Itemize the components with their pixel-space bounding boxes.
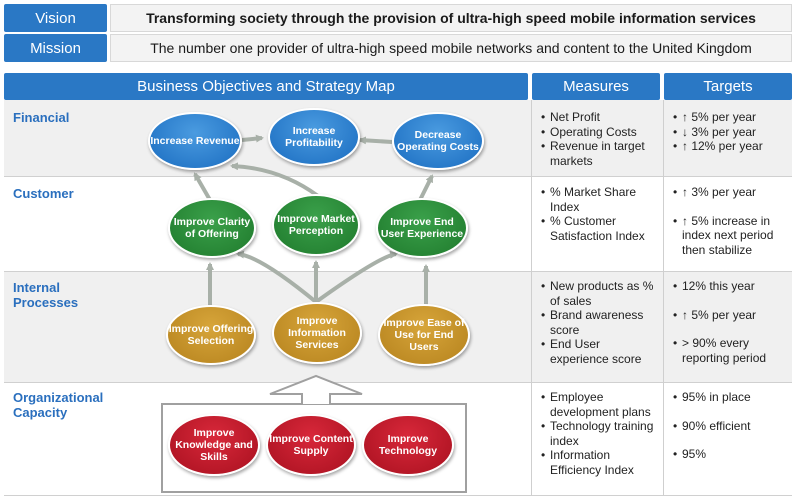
target-item: ↑ 12% per year (672, 139, 790, 154)
target-item: > 90% every reporting period (672, 336, 790, 365)
financial-targets: ↑ 5% per year ↓ 3% per year ↑ 12% per ye… (672, 110, 790, 154)
capacity-targets: 95% in place 90% efficient 95% (672, 390, 790, 462)
column-divider (663, 100, 664, 496)
target-item: 95% (672, 447, 790, 462)
target-item: ↑ 5% per year (672, 110, 790, 125)
improve-market-perception-node: Improve Market Perception (272, 194, 360, 256)
mission-label: Mission (4, 34, 107, 62)
improve-information-services-node: Improve Information Services (272, 302, 362, 364)
column-divider (531, 100, 532, 496)
financial-measures: Net Profit Operating Costs Revenue in ta… (540, 110, 660, 168)
capacity-measures: Employee development plans Technology tr… (540, 390, 662, 477)
arrow-services-to-clarity (236, 250, 318, 304)
measures-heading: Measures (532, 73, 660, 100)
measure-item: % Market Share Index (540, 185, 660, 214)
target-item: ↓ 3% per year (672, 125, 790, 140)
target-item: 12% this year (672, 279, 790, 294)
customer-title: Customer (13, 186, 74, 201)
improve-technology-node: Improve Technology (362, 414, 454, 476)
improve-knowledge-skills-node: Improve Knowledge and Skills (168, 414, 260, 476)
improve-clarity-node: Improve Clarity of Offering (168, 198, 256, 258)
measure-item: Revenue in target markets (540, 139, 660, 168)
vision-statement: Transforming society through the provisi… (110, 4, 792, 32)
arrow-clarity-to-revenue (193, 172, 212, 201)
measure-item: Employee development plans (540, 390, 662, 419)
arrow-costs-to-profitability (358, 136, 393, 145)
measure-item: Information Efficiency Index (540, 448, 662, 477)
capacity-support-arrow (269, 374, 363, 404)
internal-targets: 12% this year ↑ 5% per year > 90% every … (672, 279, 790, 365)
improve-end-user-experience-node: Improve End User Experience (376, 198, 468, 258)
target-item: ↑ 5% increase in index next period then … (672, 214, 790, 258)
increase-revenue-node: Increase Revenue (148, 112, 242, 170)
arrow-experience-to-costs (418, 174, 434, 201)
decrease-operating-costs-node: Decrease Operating Costs (392, 112, 484, 170)
customer-measures: % Market Share Index % Customer Satisfac… (540, 185, 660, 243)
measure-item: Net Profit (540, 110, 660, 125)
customer-targets: ↑ 3% per year ↑ 5% increase in index nex… (672, 185, 790, 257)
financial-title: Financial (13, 110, 70, 125)
mission-statement: The number one provider of ultra-high sp… (110, 34, 792, 62)
targets-heading: Targets (664, 73, 792, 100)
measure-item: End User experience score (540, 337, 660, 366)
improve-ease-of-use-node: Improve Ease of Use for End Users (378, 304, 470, 366)
arrow-perception-to-revenue (230, 162, 320, 198)
internal-measures: New products as % of sales Brand awarene… (540, 279, 660, 366)
internal-processes-title: Internal Processes (13, 280, 79, 310)
target-item: 95% in place (672, 390, 790, 405)
target-item: ↑ 3% per year (672, 185, 790, 200)
measure-item: New products as % of sales (540, 279, 660, 308)
measure-item: % Customer Satisfaction Index (540, 214, 660, 243)
measure-item: Brand awareness score (540, 308, 660, 337)
measure-item: Operating Costs (540, 125, 660, 140)
improve-content-supply-node: Improve Content Supply (266, 414, 356, 476)
increase-profitability-node: Increase Profitability (268, 108, 360, 166)
organizational-capacity-title: Organizational Capacity (13, 390, 104, 420)
measure-item: Technology training index (540, 419, 662, 448)
vision-label: Vision (4, 4, 107, 32)
strategy-map-heading: Business Objectives and Strategy Map (4, 73, 528, 100)
target-item: ↑ 5% per year (672, 308, 790, 323)
target-item: 90% efficient (672, 419, 790, 434)
improve-offering-selection-node: Improve Offering Selection (166, 305, 256, 365)
arrow-services-to-experience (314, 250, 398, 304)
arrow-revenue-to-profitability (241, 134, 264, 143)
